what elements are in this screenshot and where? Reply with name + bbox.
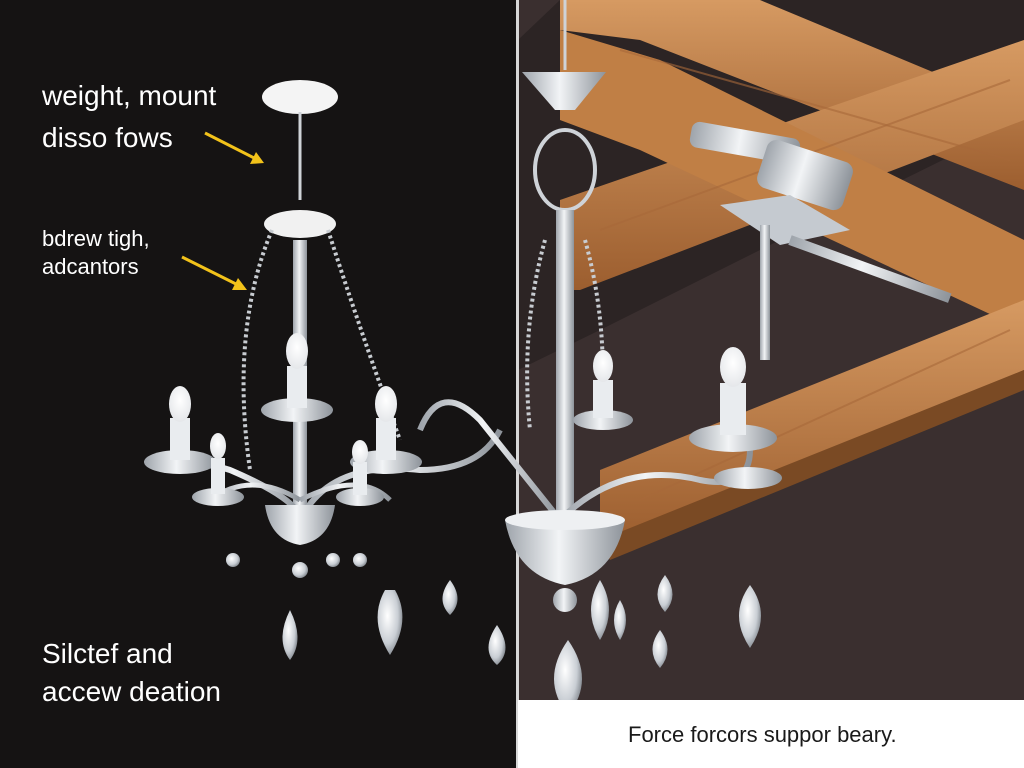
panel-divider bbox=[516, 0, 519, 768]
left-background bbox=[0, 0, 518, 768]
annotation-bottom-line2: accew deation bbox=[42, 676, 222, 707]
annotation-arrows bbox=[181, 131, 264, 290]
annotation-mid-line1: bdrew tigh, bbox=[42, 226, 150, 251]
annotation-top-line2: disso fows bbox=[42, 122, 173, 153]
mounting-bracket bbox=[689, 121, 952, 360]
annotation-top-line1: weight, mount bbox=[42, 80, 217, 111]
annotation-bottom-line1: Silctef and bbox=[42, 638, 173, 669]
caption-bar bbox=[518, 700, 1024, 768]
left-chandelier bbox=[144, 80, 506, 665]
right-chandelier bbox=[417, 0, 782, 715]
caption-text: Force forcors suppor beary. bbox=[628, 722, 897, 747]
annotation-mid-line2: adcantors bbox=[42, 254, 139, 279]
